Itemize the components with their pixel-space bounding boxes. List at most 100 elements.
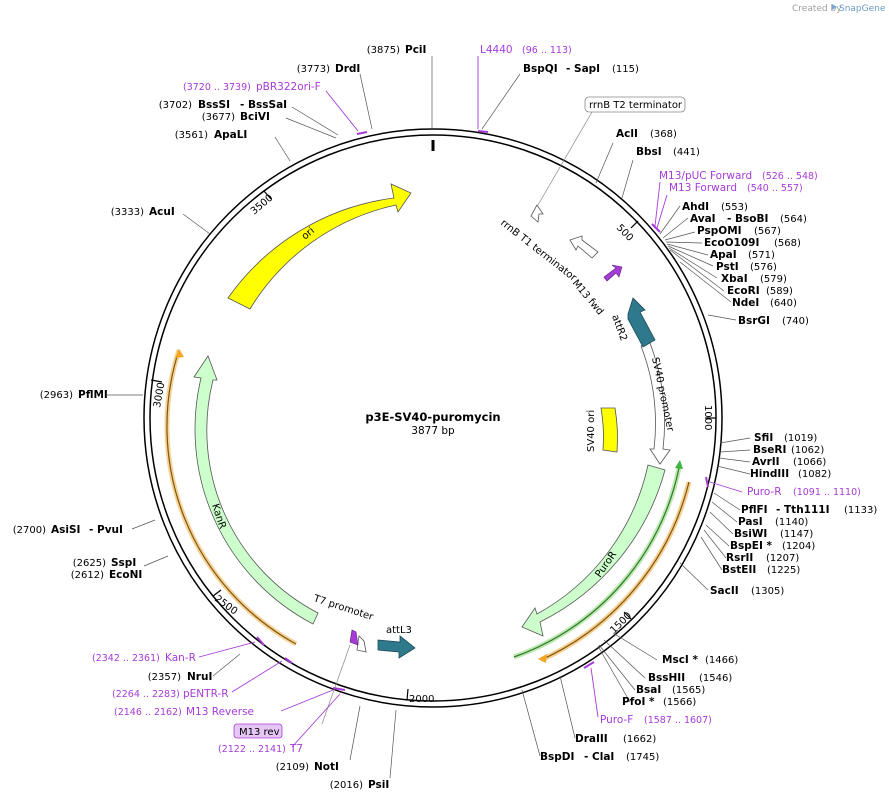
site-apali-pos: (3561) xyxy=(175,130,208,141)
site-avrii[interactable]: AvrII xyxy=(752,456,780,468)
feature-t7-promoter[interactable]: T7 promoter xyxy=(311,593,375,653)
site-hindiii[interactable]: HindIII xyxy=(750,468,789,480)
primer-puro-r[interactable]: Puro-R xyxy=(747,486,782,498)
site-rsrii[interactable]: RsrII xyxy=(726,552,753,564)
site-draiii[interactable]: DraIII xyxy=(575,733,608,745)
site-clai[interactable]: - ClaI xyxy=(584,751,614,763)
feature-attl3[interactable]: attL3 xyxy=(377,625,416,659)
site-avai[interactable]: AvaI xyxy=(690,213,716,225)
site-ndei-pos: (640) xyxy=(770,298,797,309)
site-bbsi[interactable]: BbsI xyxy=(636,146,662,158)
site-pvui[interactable]: - PvuI xyxy=(89,524,123,536)
primer-m13-reverse[interactable]: M13 Reverse xyxy=(186,706,254,718)
site-apai[interactable]: ApaI xyxy=(710,249,737,261)
site-acli[interactable]: AclI xyxy=(616,128,638,140)
site-bsshii[interactable]: BssHII xyxy=(648,672,685,684)
primer-kan-r[interactable]: Kan-R xyxy=(165,652,196,664)
site-bsssi[interactable]: BssSI xyxy=(198,99,230,111)
primer-m13-forward[interactable]: M13 Forward xyxy=(669,182,737,194)
site-ecori[interactable]: EcoRI xyxy=(727,285,760,297)
primer-l4440[interactable]: L4440 xyxy=(480,44,513,56)
site-pflfi[interactable]: PflFI xyxy=(741,504,768,516)
feature-t7-promoter-label: T7 promoter xyxy=(311,593,375,623)
brand-name: SnapGene xyxy=(839,4,886,14)
primer-t7[interactable]: T7 xyxy=(289,743,303,755)
site-bspqi[interactable]: BspQI xyxy=(523,63,558,75)
site-pspomi[interactable]: PspOMI xyxy=(697,225,742,237)
feature-sv40-ori[interactable]: SV40 ori xyxy=(586,407,618,453)
site-tth111i[interactable]: - Tth111I xyxy=(776,504,830,516)
feature-sv40-promoter[interactable]: SV40 promoter xyxy=(640,342,676,465)
site-msci[interactable]: MscI * xyxy=(662,654,698,666)
site-nrui[interactable]: NruI xyxy=(187,671,212,683)
site-noti[interactable]: NotI xyxy=(314,761,339,773)
site-sacii[interactable]: SacII xyxy=(710,585,739,597)
site-pasi[interactable]: PasI xyxy=(738,516,763,528)
primer-pbr322ori-f[interactable]: pBR322ori-F xyxy=(256,81,321,93)
site-drdi[interactable]: DrdI xyxy=(335,63,360,75)
feature-ori[interactable]: ori xyxy=(227,183,412,310)
feature-attr2[interactable]: attR2 xyxy=(609,297,656,348)
primer-pbr322ori-f-range: (3720 .. 3739) xyxy=(183,82,251,93)
site-asisi[interactable]: AsiSI xyxy=(51,524,80,536)
site-ahdi[interactable]: AhdI xyxy=(682,201,709,213)
tick-label-3000: 3000 xyxy=(152,382,167,409)
puror-orange-line xyxy=(540,481,690,661)
site-apali[interactable]: ApaLI xyxy=(214,129,247,141)
site-bsrgi-pos: (740) xyxy=(782,316,809,327)
site-sspi-pos: (2625) xyxy=(73,558,106,569)
primer-kan-r-range: (2342 .. 2361) xyxy=(92,653,160,664)
primer-m13-reverse-range: (2146 .. 2162) xyxy=(114,707,182,718)
site-sfii[interactable]: SfiI xyxy=(754,432,773,444)
site-bspdi[interactable]: BspDI xyxy=(540,751,574,763)
site-ecoo109i[interactable]: EcoO109I xyxy=(704,237,759,249)
feature-kanr[interactable]: KanR xyxy=(193,355,319,625)
site-bsobi-pos: (564) xyxy=(780,214,807,225)
site-psti[interactable]: PstI xyxy=(716,261,739,273)
primer-puro-r-range: (1091 .. 1110) xyxy=(793,487,861,498)
feature-rrnb-t1-label: rrnB T1 terminator xyxy=(498,218,579,284)
feature-rrnb-t2[interactable]: rrnB T2 terminator xyxy=(530,96,686,223)
site-ecoo109i-pos: (568) xyxy=(774,238,801,249)
site-bspei[interactable]: BspEI * xyxy=(730,540,773,552)
site-bsai-pos: (1565) xyxy=(672,685,705,696)
site-bsrgi[interactable]: BsrGI xyxy=(738,315,770,327)
primer-pentr-r-range: (2264 .. 2283) xyxy=(112,689,180,700)
snapgene-brand: Created by SnapGene xyxy=(792,4,886,14)
feature-puror-label: PuroR xyxy=(593,549,619,579)
brand-created-by: Created by xyxy=(792,4,842,14)
site-bsshii-pos: (1546) xyxy=(699,673,732,684)
site-ecori-pos: (589) xyxy=(766,286,793,297)
site-psii[interactable]: PsiI xyxy=(368,779,389,791)
feature-m13-fwd[interactable]: M13 fwd xyxy=(570,264,623,317)
tick-label-3500: 3500 xyxy=(249,193,276,218)
site-sspi[interactable]: SspI xyxy=(111,557,136,569)
site-avrii-pos: (1066) xyxy=(793,457,826,468)
site-bsobi[interactable]: - BsoBI xyxy=(727,213,768,225)
site-tth111i-pos: (1133) xyxy=(844,505,877,516)
site-acui[interactable]: AcuI xyxy=(149,206,175,218)
site-pcii[interactable]: PciI xyxy=(405,44,426,56)
primer-m13-puc-forward[interactable]: M13/pUC Forward xyxy=(659,170,752,182)
site-pflmi[interactable]: PflMI xyxy=(78,389,108,401)
site-ahdi-pos: (553) xyxy=(721,202,748,213)
site-pfoi[interactable]: PfoI * xyxy=(622,696,655,708)
site-bsteii[interactable]: BstEII xyxy=(722,564,756,576)
site-xbai[interactable]: XbaI xyxy=(721,273,748,285)
site-bseri-pos: (1062) xyxy=(791,445,824,456)
site-bcivi[interactable]: BciVI xyxy=(240,111,270,123)
feature-rrnb-t1[interactable]: rrnB T1 terminator xyxy=(498,218,599,284)
site-bsai[interactable]: BsaI xyxy=(636,684,661,696)
site-sapi[interactable]: - SapI xyxy=(566,63,600,75)
site-bsssai[interactable]: - BssSaI xyxy=(240,99,287,111)
site-apai-pos: (571) xyxy=(748,250,775,261)
primer-pentr-r[interactable]: pENTR-R xyxy=(183,688,229,700)
feature-m13-rev[interactable]: M13 rev xyxy=(233,629,359,739)
site-bsiwi[interactable]: BsiWI xyxy=(734,528,767,540)
restriction-sites: (3875) PciI BspQI - SapI (115) (3773) Dr… xyxy=(13,44,878,791)
site-ndei[interactable]: NdeI xyxy=(732,297,759,309)
site-bseri[interactable]: BseRI xyxy=(753,444,786,456)
site-econi[interactable]: EcoNI xyxy=(109,569,142,581)
primer-puro-f[interactable]: Puro-F xyxy=(600,714,633,726)
site-sacii-pos: (1305) xyxy=(751,586,784,597)
